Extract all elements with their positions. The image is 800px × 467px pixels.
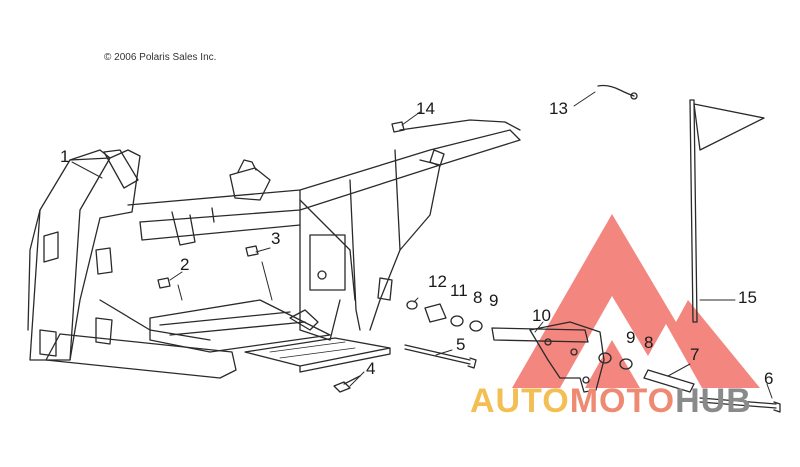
- pin-6: [699, 397, 781, 413]
- nut-3: [245, 245, 259, 257]
- callout-2: 2: [180, 255, 190, 274]
- callout-8-right: 8: [644, 333, 654, 352]
- bolt-5: [404, 344, 477, 369]
- callout-8: 8: [473, 288, 483, 307]
- leader-lines: [71, 91, 773, 399]
- axle-tube: [491, 327, 589, 343]
- callout-14: 14: [416, 99, 435, 118]
- bolt-4: [333, 375, 361, 393]
- watermark-logo: [512, 214, 760, 388]
- sleeve-7: [643, 369, 695, 393]
- callout-10: 10: [532, 306, 551, 325]
- callout-6: 6: [764, 369, 774, 388]
- callout-7: 7: [690, 345, 700, 364]
- callout-15: 15: [738, 288, 757, 307]
- washer-9-right: [598, 352, 612, 364]
- callout-3: 3: [271, 229, 281, 248]
- callout-4: 4: [366, 359, 376, 378]
- hitch-bracket: [529, 321, 605, 393]
- callout-5: 5: [456, 335, 466, 354]
- flag-15: [689, 99, 765, 323]
- nut-14: [391, 121, 405, 133]
- callout-9-right: 9: [626, 328, 636, 347]
- washer-8-right: [619, 358, 633, 370]
- watermark-text: AUTOMOTOHUB: [470, 384, 752, 418]
- nut-2: [157, 277, 171, 289]
- callout-9: 9: [489, 291, 499, 310]
- callout-1: 1: [60, 147, 70, 166]
- frame-assembly: [27, 119, 521, 379]
- callout-12: 12: [428, 272, 447, 291]
- wire-13: [597, 84, 635, 97]
- skid-plate: [244, 337, 391, 373]
- watermark-hub: HUB: [675, 382, 752, 420]
- callout-13: 13: [549, 99, 568, 118]
- watermark-auto: AUTO: [470, 382, 570, 420]
- spacer-parts: [406, 300, 483, 332]
- copyright-notice: © 2006 Polaris Sales Inc.: [104, 52, 217, 63]
- watermark-moto: MOTO: [569, 382, 676, 420]
- callout-11: 11: [450, 281, 468, 300]
